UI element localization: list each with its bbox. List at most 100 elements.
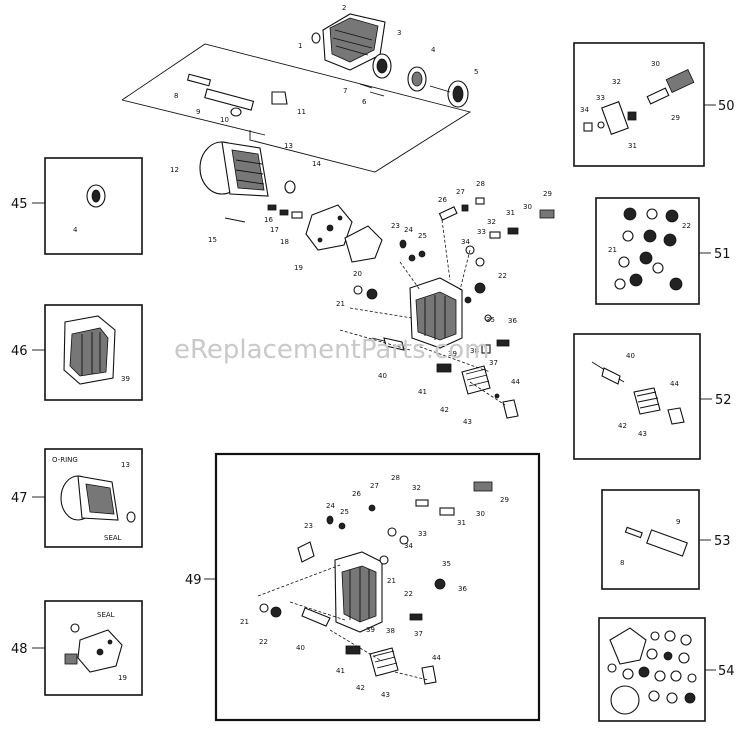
kit-47: 47 O-RING 13 SEAL (11, 448, 143, 548)
kit-53-label: 9 (676, 518, 680, 526)
label-6: 6 (362, 98, 367, 106)
label-38: 38 (470, 347, 479, 355)
kit-52: 52 40 44 42 43 (573, 333, 732, 460)
kit-49-label: 27 (370, 482, 379, 490)
kit-49-label: 31 (457, 519, 466, 527)
label-26: 26 (438, 196, 447, 204)
kit-50-label: 34 (580, 106, 589, 114)
kit-47-label-13: 13 (121, 461, 130, 469)
kit-49-label: 24 (326, 502, 335, 510)
kit-49-label: 39 (366, 626, 375, 634)
label-9: 9 (196, 108, 200, 116)
kit-45: 45 4 (11, 157, 143, 255)
label-16: 16 (264, 216, 273, 224)
label-3: 3 (397, 29, 401, 37)
part-cap (271, 91, 288, 105)
kit-49-label: 32 (412, 484, 421, 492)
kit-45-callout: 45 (11, 197, 28, 212)
part-o-ring (311, 32, 321, 44)
kit-53-callout: 53 (714, 534, 731, 549)
label-41: 41 (418, 388, 427, 396)
kit-51-label: 21 (608, 246, 617, 254)
part-manifold-assembly (409, 277, 463, 349)
label-4: 4 (431, 46, 436, 54)
label-37: 37 (489, 359, 498, 367)
kit-50-callout: 50 (718, 99, 735, 114)
label-36: 36 (508, 317, 517, 325)
part-shaft-gear (429, 80, 469, 108)
kit-52-callout: 52 (715, 393, 732, 408)
kit-49-label: 22 (404, 590, 413, 598)
label-15: 15 (208, 236, 217, 244)
kit-49-label: 43 (381, 691, 390, 699)
label-35: 35 (486, 316, 495, 324)
part-end-plate (305, 204, 353, 251)
label-25: 25 (418, 232, 427, 240)
label-44: 44 (511, 378, 520, 386)
kit-47-callout: 47 (11, 491, 28, 506)
label-40: 40 (378, 372, 387, 380)
kit-54: 54 (598, 617, 735, 722)
label-29: 29 (543, 190, 552, 198)
kit-52-label: 44 (670, 380, 679, 388)
kit-47-label-o-ring: O-RING (52, 456, 78, 464)
part-gasket (344, 225, 383, 263)
label-43: 43 (463, 418, 472, 426)
kit-49-callout: 49 (185, 573, 202, 588)
kit-47-label-seal: SEAL (104, 534, 122, 542)
part-gear (407, 66, 427, 92)
kit-49-label: 25 (340, 508, 349, 516)
kit-49-labels: 21 22 23 24 25 26 27 28 29 30 31 32 33 3… (240, 474, 509, 699)
kit-52-label: 42 (618, 422, 627, 430)
kit-50-label: 33 (596, 94, 605, 102)
kit-49-label: 30 (476, 510, 485, 518)
kit-45-label: 4 (73, 226, 78, 234)
main-exploded-view: 1 2 3 4 5 6 7 8 9 10 11 12 13 14 15 16 1… (121, 4, 555, 426)
label-12: 12 (170, 166, 179, 174)
label-10: 10 (220, 116, 229, 124)
kit-49-label: 41 (336, 667, 345, 675)
kit-49-label: 23 (304, 522, 313, 530)
label-30: 30 (523, 203, 532, 211)
watermark: eReplacementParts.com (174, 335, 490, 365)
label-39: 39 (448, 350, 457, 358)
kit-49-label: 22 (259, 638, 268, 646)
kit-49-label: 35 (442, 560, 451, 568)
label-13: 13 (284, 142, 293, 150)
kit-48: 48 SEAL 19 (11, 600, 143, 696)
kit-51-callout: 51 (714, 247, 731, 262)
kit-49-label: 26 (352, 490, 361, 498)
label-17: 17 (270, 226, 279, 234)
part-bearing (372, 53, 392, 79)
kit-49-label: 44 (432, 654, 441, 662)
label-22: 22 (498, 272, 507, 280)
kit-52-label: 43 (638, 430, 647, 438)
label-14: 14 (312, 160, 321, 168)
kit-53: 53 9 8 (601, 489, 731, 590)
kit-50-label: 31 (628, 142, 637, 150)
kit-46-callout: 46 (11, 344, 28, 359)
part-gear-housing (322, 13, 386, 71)
label-20: 20 (353, 270, 362, 278)
kit-49-label: 40 (296, 644, 305, 652)
kit-48-label-19: 19 (118, 674, 127, 682)
kit-49-label: 34 (404, 542, 413, 550)
label-21: 21 (336, 300, 345, 308)
label-32: 32 (487, 218, 496, 226)
kit-51-label: 22 (682, 222, 691, 230)
kit-49-label: 33 (418, 530, 427, 538)
label-5: 5 (474, 68, 478, 76)
label-19: 19 (294, 264, 303, 272)
kit-49-label: 28 (391, 474, 400, 482)
label-27: 27 (456, 188, 465, 196)
label-33: 33 (477, 228, 486, 236)
kit-50-label: 32 (612, 78, 621, 86)
kit-50: 50 30 32 33 34 29 31 (573, 42, 735, 167)
main-labels: 1 2 3 4 5 6 7 8 9 10 11 12 13 14 15 16 1… (170, 4, 552, 426)
label-23: 23 (391, 222, 400, 230)
part-rod (204, 88, 255, 111)
kit-48-callout: 48 (11, 642, 28, 657)
kit-49-label: 42 (356, 684, 365, 692)
kit-53-label: 8 (620, 559, 624, 567)
part-seal (284, 180, 296, 194)
